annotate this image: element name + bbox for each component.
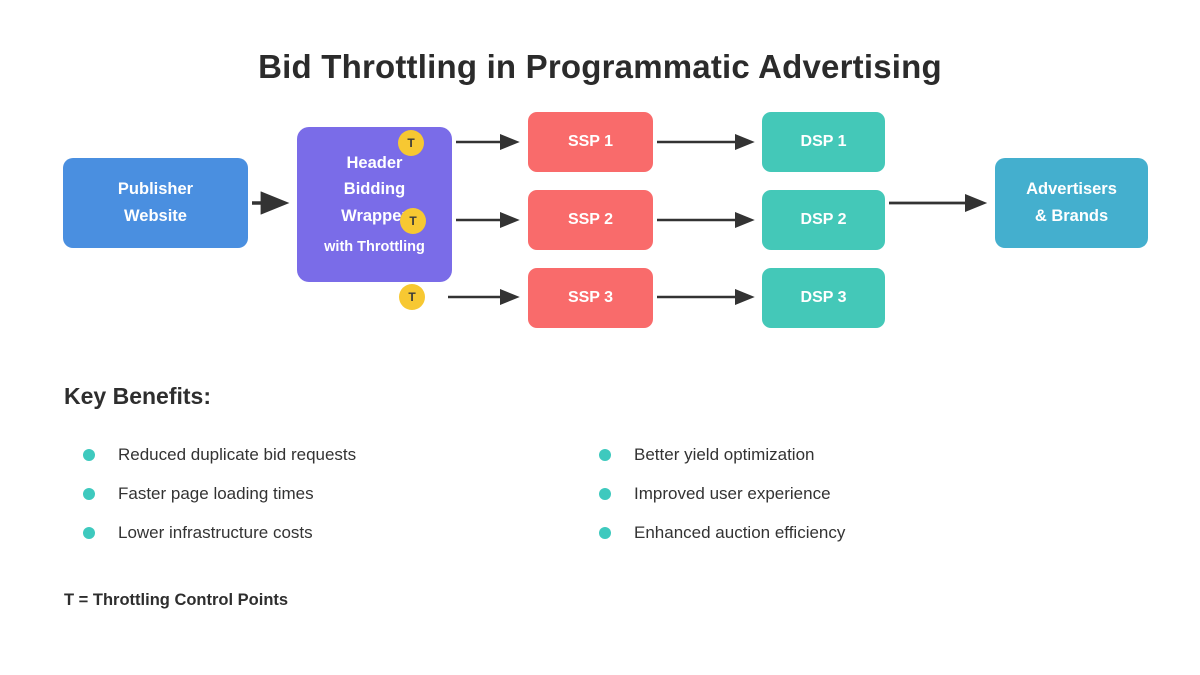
node-label: SSP 2 — [567, 211, 614, 228]
node-label-line: Header — [346, 153, 403, 172]
node-label-line: & Brands — [1034, 207, 1109, 225]
node-dsp-3: DSP 3 — [762, 268, 885, 328]
node-ssp-2: SSP 2 — [528, 190, 653, 250]
bullet-dot-icon — [599, 487, 611, 500]
throttle-point-badge: T — [400, 208, 426, 234]
node-label-line: Bidding — [343, 180, 406, 199]
benefit-item: Better yield optimization — [599, 435, 845, 474]
node-label: DSP 1 — [800, 133, 847, 150]
benefit-item: Faster page loading times — [83, 474, 356, 513]
node-label-line: Publisher — [117, 179, 194, 198]
node-label: DSP 2 — [800, 211, 847, 228]
node-label: SSP 1 — [567, 133, 614, 150]
throttle-point-badge: T — [398, 130, 424, 156]
bullet-dot-icon — [83, 448, 95, 461]
benefits-column-left: Reduced duplicate bid requests Faster pa… — [83, 435, 356, 552]
node-label: SSP 3 — [567, 289, 614, 306]
benefit-text: Improved user experience — [634, 483, 831, 503]
node-dsp-1: DSP 1 — [762, 112, 885, 172]
node-dsp-2: DSP 2 — [762, 190, 885, 250]
node-ssp-3: SSP 3 — [528, 268, 653, 328]
bullet-dot-icon — [599, 526, 611, 539]
node-wrapper-subtitle: with Throttling — [324, 238, 425, 255]
node-label-line: Wrapper — [341, 207, 408, 226]
benefit-item: Enhanced auction efficiency — [599, 513, 845, 552]
benefit-text: Lower infrastructure costs — [118, 522, 313, 542]
benefit-item: Lower infrastructure costs — [83, 513, 356, 552]
node-publisher-website: Publisher Website — [63, 158, 248, 248]
throttle-point-badge: T — [399, 284, 425, 310]
node-label-line: Website — [124, 207, 187, 225]
benefit-item: Reduced duplicate bid requests — [83, 435, 356, 474]
benefit-text: Enhanced auction efficiency — [634, 522, 846, 542]
bullet-dot-icon — [83, 526, 95, 539]
benefit-text: Reduced duplicate bid requests — [118, 444, 357, 464]
node-header-bidding-wrapper: Header Bidding Wrapper with Throttling — [297, 127, 452, 282]
benefit-text: Faster page loading times — [118, 483, 314, 503]
bullet-dot-icon — [599, 448, 611, 461]
node-advertisers-brands: Advertisers & Brands — [995, 158, 1148, 248]
benefit-item: Improved user experience — [599, 474, 845, 513]
node-ssp-1: SSP 1 — [528, 112, 653, 172]
benefit-text: Better yield optimization — [634, 444, 815, 464]
page-title: Bid Throttling in Programmatic Advertisi… — [258, 48, 942, 85]
benefits-column-right: Better yield optimization Improved user … — [599, 435, 845, 552]
node-label-line: Advertisers — [1026, 179, 1117, 198]
legend-throttling-control-points: T = Throttling Control Points — [64, 591, 289, 609]
bullet-dot-icon — [83, 487, 95, 500]
key-benefits-heading: Key Benefits: — [64, 383, 211, 409]
node-label: DSP 3 — [800, 289, 847, 306]
